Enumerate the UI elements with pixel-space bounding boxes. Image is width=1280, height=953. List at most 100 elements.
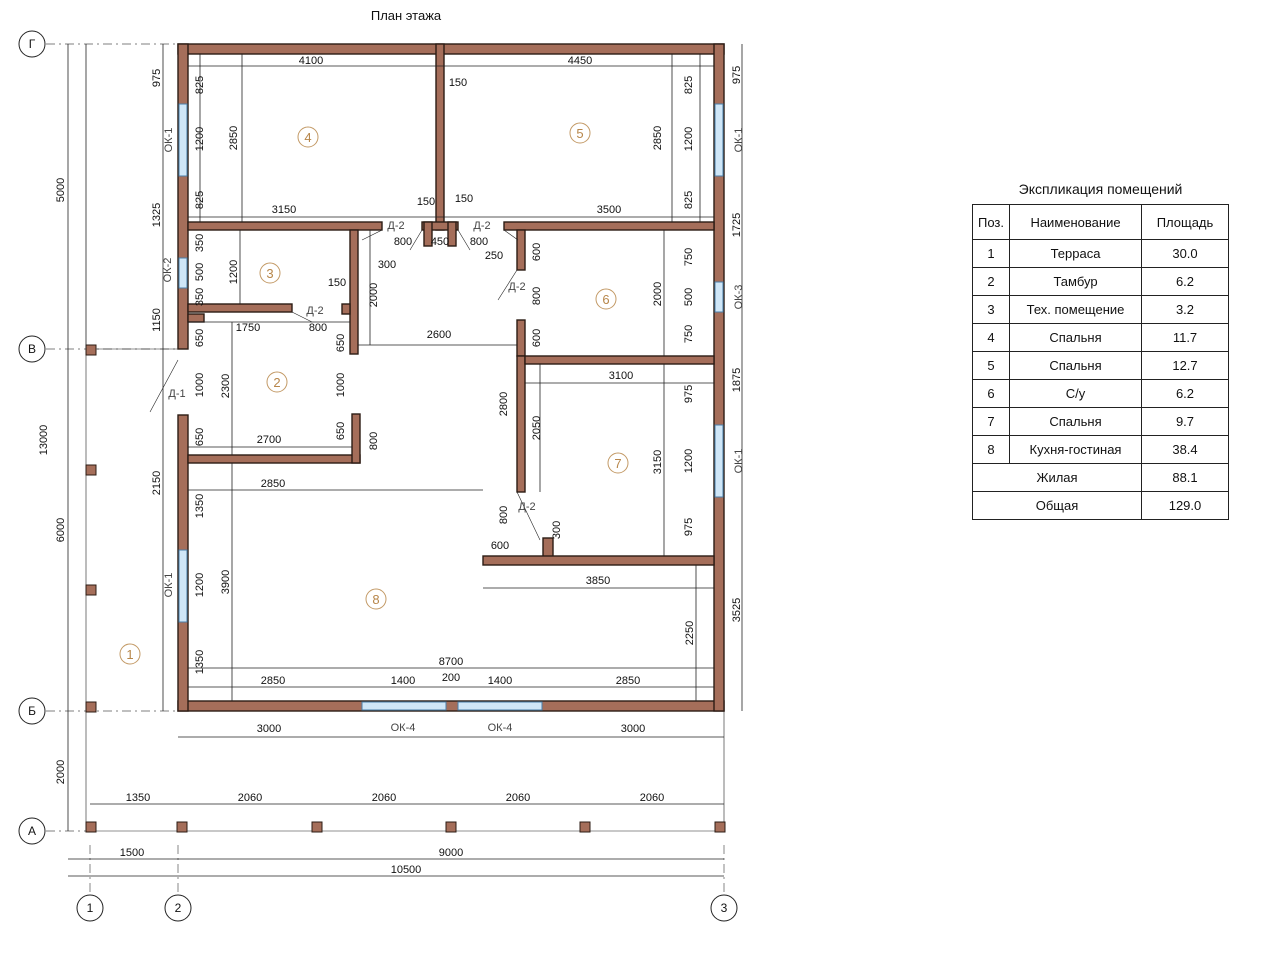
header-name: Наименование — [1009, 204, 1142, 240]
dim-text: 2850 — [616, 675, 640, 687]
cell-pos: 7 — [972, 407, 1010, 436]
explication-table: Поз. Наименование Площадь 1 Терраса 30.0… — [972, 204, 1229, 520]
terrace-column — [311, 821, 323, 833]
dim-text: 2850 — [652, 126, 664, 150]
axis-g-marker — [18, 30, 46, 58]
dim-text: 650 — [194, 428, 206, 446]
dim-text: 1350 — [194, 650, 206, 674]
dim-text: 1200 — [228, 260, 240, 284]
dim-text: 200 — [442, 672, 460, 684]
dim-text: 2000 — [652, 282, 664, 306]
room-number-7: 7 — [614, 456, 621, 471]
label-ok4: ОК-4 — [488, 722, 513, 734]
dim-text: 1000 — [335, 373, 347, 397]
total-label: Общая — [972, 491, 1142, 520]
dim-text: 600 — [531, 243, 543, 261]
cell-area: 6.2 — [1141, 267, 1229, 296]
dim-text: 800 — [470, 236, 488, 248]
living-label: Жилая — [972, 463, 1142, 492]
opening-labels: ОК-1 ОК-1 ОК-2 ОК-3 ОК-1 ОК-1 ОК-4 ОК-4 … — [162, 128, 745, 734]
table-row: 2 Тамбур 6.2 — [972, 267, 1229, 296]
dim-text: 1875 — [731, 368, 743, 392]
axis-1-marker — [76, 894, 104, 922]
dim-text: 3150 — [272, 204, 296, 216]
dim-text: 2000 — [368, 283, 380, 307]
cell-pos: 8 — [972, 435, 1010, 464]
dim-text: 650 — [335, 334, 347, 352]
room-number-8: 8 — [372, 592, 379, 607]
room-number-3: 3 — [266, 266, 273, 281]
dim-text: 1200 — [194, 127, 206, 151]
dim-text: 1200 — [683, 127, 695, 151]
dim-text: 2800 — [498, 392, 510, 416]
dimension-texts: 4100 4450 150 3150 3500 150 150 800 450 … — [120, 55, 664, 876]
terrace-column — [176, 821, 188, 833]
dim-text: 3150 — [652, 450, 664, 474]
table-header-row: Поз. Наименование Площадь — [972, 204, 1229, 240]
room-number-4: 4 — [304, 130, 311, 145]
dim-text: 150 — [449, 77, 467, 89]
dim-text: 2850 — [261, 675, 285, 687]
axis-b-label: Б — [28, 704, 36, 718]
room-number-2: 2 — [273, 375, 280, 390]
label-ok1: ОК-1 — [163, 573, 175, 598]
dim-text: 825 — [683, 191, 695, 209]
dim-text: 650 — [335, 422, 347, 440]
axis-2-marker — [164, 894, 192, 922]
dim-text: 975 — [683, 385, 695, 403]
label-ok2: ОК-2 — [162, 258, 174, 283]
axis-bubbles: Г В Б А 1 2 3 — [18, 30, 738, 922]
dim-text: 2000 — [55, 760, 67, 784]
dim-text: 3100 — [609, 370, 633, 382]
window-ok1 — [714, 103, 724, 177]
axis-b-marker — [18, 697, 46, 725]
dim-text: 5000 — [55, 178, 67, 202]
dim-text: 2600 — [427, 329, 451, 341]
dim-text: 8700 — [439, 656, 463, 668]
dim-text: 2850 — [261, 478, 285, 490]
dim-text: 3000 — [257, 723, 281, 735]
cell-name: Терраса — [1009, 239, 1142, 268]
label-d2: Д-2 — [306, 305, 323, 317]
table-row: 3 Тех. помещение 3.2 — [972, 295, 1229, 324]
dim-text: 450 — [431, 236, 449, 248]
cell-name: Тамбур — [1009, 267, 1142, 296]
dim-text: 4450 — [568, 55, 592, 67]
label-d1: Д-1 — [168, 388, 185, 400]
dim-text: 300 — [551, 521, 563, 539]
cell-name: Спальня — [1009, 407, 1142, 436]
dim-text: 350 — [194, 288, 206, 306]
windows — [178, 103, 724, 711]
cell-pos: 4 — [972, 323, 1010, 352]
dim-text: 1150 — [151, 308, 163, 332]
dim-text: 2300 — [220, 374, 232, 398]
dim-text: 975 — [731, 66, 743, 84]
dim-text: 13000 — [38, 425, 50, 456]
cell-area: 12.7 — [1141, 351, 1229, 380]
cell-area: 3.2 — [1141, 295, 1229, 324]
dim-text: 2060 — [506, 792, 530, 804]
dim-text: 2060 — [372, 792, 396, 804]
dim-text: 1200 — [194, 573, 206, 597]
room-number-5: 5 — [576, 126, 583, 141]
dim-text: 2700 — [257, 434, 281, 446]
label-d2: Д-2 — [508, 281, 525, 293]
axis-3-label: 3 — [721, 901, 728, 915]
dim-text: 3525 — [731, 598, 743, 622]
header-area: Площадь — [1141, 204, 1229, 240]
dim-text: 6000 — [55, 518, 67, 542]
dim-text: 500 — [194, 263, 206, 281]
label-d2: Д-2 — [387, 220, 404, 232]
axis-v-marker — [18, 335, 46, 363]
table-row: 6 С/у 6.2 — [972, 379, 1229, 408]
dim-text: 1725 — [731, 213, 743, 237]
window-ok4 — [361, 701, 447, 711]
dim-text: 300 — [378, 259, 396, 271]
dim-text: 800 — [368, 432, 380, 450]
table-row: 4 Спальня 11.7 — [972, 323, 1229, 352]
dim-text: 150 — [417, 196, 435, 208]
dim-text: 2850 — [228, 126, 240, 150]
dim-text: 3500 — [597, 204, 621, 216]
dimension-lines — [67, 44, 743, 877]
cell-name: Тех. помещение — [1009, 295, 1142, 324]
